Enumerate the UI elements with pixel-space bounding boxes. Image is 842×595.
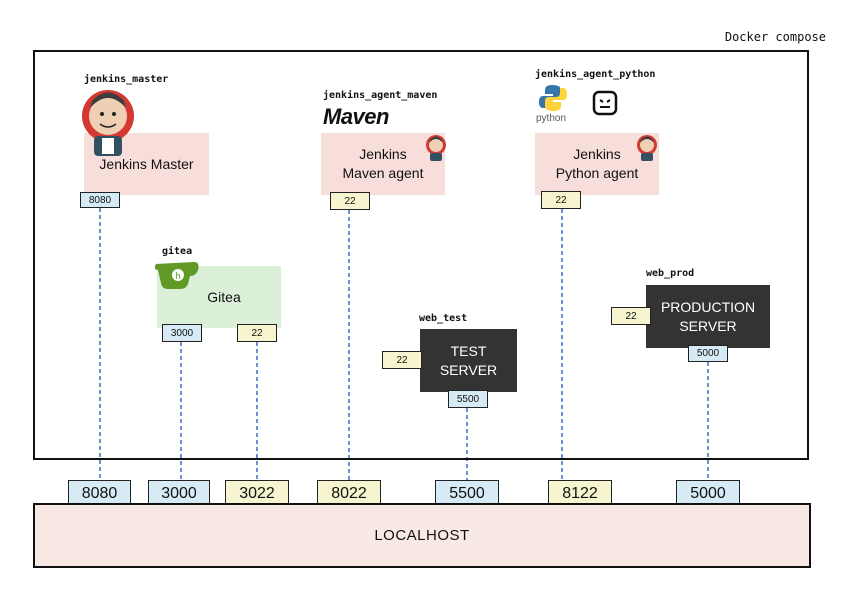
port-web-test-http: 5500 — [448, 390, 488, 408]
host-port-3000: 3000 — [148, 480, 210, 507]
host-port-5500: 5500 — [435, 480, 499, 507]
python-text: python — [536, 113, 567, 124]
label-jenkins-master: jenkins_master — [84, 74, 169, 85]
port-gitea-ssh: 22 — [237, 324, 277, 342]
jenkins-logo-icon — [82, 90, 134, 156]
port-python-agent: 22 — [541, 191, 581, 209]
port-gitea-http: 3000 — [162, 324, 202, 342]
gitea-box: Gitea — [157, 266, 281, 328]
host-port-5000: 5000 — [676, 480, 740, 507]
label-jenkins-agent-maven: jenkins_agent_maven — [323, 90, 438, 101]
port-web-prod-http: 5000 — [688, 345, 728, 362]
production-server-box: PRODUCTION SERVER — [646, 285, 770, 348]
gitea-logo-icon: h — [154, 262, 199, 289]
jenkins-small-icon — [637, 135, 657, 161]
label-gitea: gitea — [162, 246, 193, 257]
python-logo-icon — [539, 85, 567, 111]
host-port-3022: 3022 — [225, 480, 289, 507]
svg-text:h: h — [175, 272, 181, 282]
port-maven-agent: 22 — [330, 192, 370, 210]
jenkins-small-icon — [426, 135, 446, 161]
gitea-box-text: Gitea — [207, 288, 241, 305]
compose-title: Docker compose — [724, 30, 826, 44]
label-web-test: web_test — [419, 313, 468, 324]
localhost-box: LOCALHOST — [33, 503, 811, 568]
maven-logo-icon: Maven — [323, 104, 389, 129]
docker-compose-frame — [33, 50, 809, 460]
robot-face-icon — [592, 90, 618, 116]
label-jenkins-agent-python: jenkins_agent_python — [535, 69, 656, 80]
host-port-8080: 8080 — [68, 480, 131, 507]
host-port-8122: 8122 — [548, 480, 612, 507]
jenkins-maven-agent-box: Jenkins Maven agent — [321, 133, 445, 195]
test-server-box: TEST SERVER — [420, 329, 517, 392]
port-jenkins-master: 8080 — [80, 192, 120, 208]
port-web-test-ssh: 22 — [382, 351, 422, 369]
label-web-prod: web_prod — [646, 268, 695, 279]
port-web-prod-ssh: 22 — [611, 307, 651, 325]
